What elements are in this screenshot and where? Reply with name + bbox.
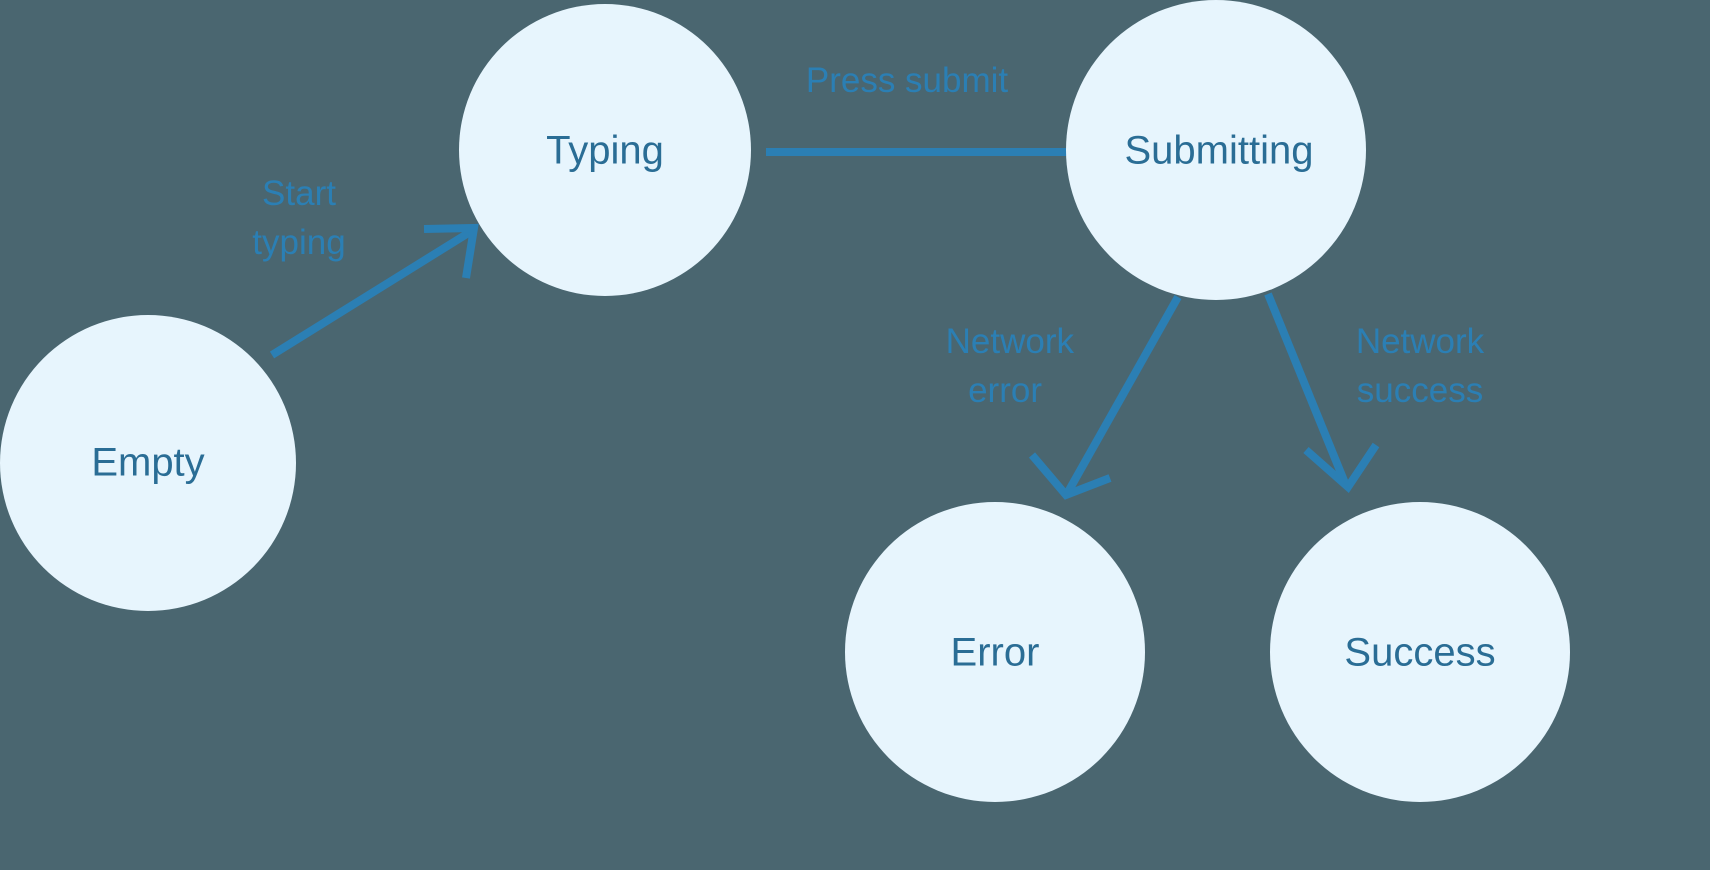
node-error-label: Error [951,631,1040,675]
edge-label-typing-to-submitting: Press submit [806,61,1009,100]
edge-submitting-to-success-line [1264,292,1349,485]
edge-empty-to-typing [269,223,479,359]
edge-submitting-to-error-arrowhead [1028,452,1112,500]
edge-label-empty-to-typing-line-1: Start [262,174,336,213]
edge-empty-to-typing-line [269,228,473,359]
node-submitting[interactable]: Submitting [1066,0,1366,300]
node-empty[interactable]: Empty [0,315,296,611]
node-error[interactable]: Error [845,502,1145,802]
edge-label-empty-to-typing: Start typing [252,174,345,262]
node-success[interactable]: Success [1270,502,1570,802]
edge-submitting-to-error-line [1064,295,1182,494]
edge-submitting-to-success-arrowhead [1303,442,1380,494]
edge-label-submitting-to-error: Network error [946,322,1075,410]
node-typing[interactable]: Typing [459,4,751,296]
node-typing-circle[interactable] [459,4,751,296]
edge-label-submitting-to-error-line-1: Network [946,322,1075,361]
node-empty-circle[interactable] [0,315,296,611]
edge-label-submitting-to-success: Network success [1356,322,1485,410]
edge-label-submitting-to-success-line-1: Network [1356,322,1485,361]
node-success-label: Success [1344,631,1495,675]
edge-label-empty-to-typing-line-2: typing [252,223,345,262]
node-success-circle[interactable] [1270,502,1570,802]
edge-label-submitting-to-success-line-2: success [1357,371,1483,410]
edge-empty-to-typing-arrowhead [423,223,479,279]
edge-label-typing-to-submitting-line-1: Press submit [806,61,1009,100]
edge-label-submitting-to-error-line-2: error [968,371,1042,410]
node-typing-label: Typing [546,129,664,173]
node-submitting-circle[interactable] [1066,0,1366,300]
node-submitting-label: Submitting [1125,129,1314,173]
edge-submitting-to-error [1028,295,1182,500]
edge-submitting-to-success [1264,292,1380,494]
node-empty-label: Empty [91,441,204,485]
node-error-circle[interactable] [845,502,1145,802]
